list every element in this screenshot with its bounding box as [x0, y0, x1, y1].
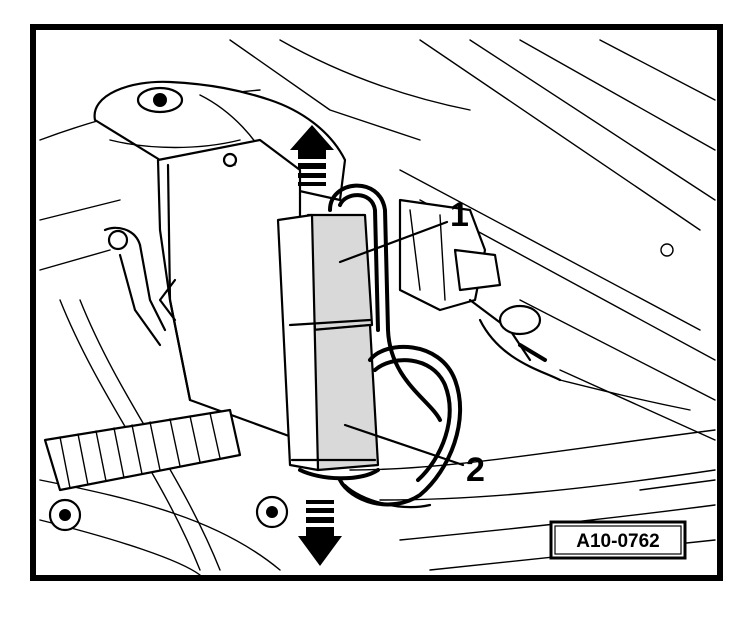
bolts: [48, 495, 289, 532]
reference-code: A10-0762: [576, 531, 659, 552]
control-module: [156, 138, 302, 442]
up-arrow: [290, 125, 334, 186]
callout-label-1: 1: [450, 196, 469, 234]
reference-code-box: [549, 520, 687, 560]
leader-line-2: [343, 423, 465, 467]
down-arrow: [298, 500, 342, 566]
wire-harness: [328, 183, 463, 509]
callout-label-2: 2: [466, 451, 485, 489]
corrugated-boot: [43, 408, 242, 492]
mounting-bracket: [103, 226, 167, 347]
sensor-bodies: [276, 213, 380, 481]
connector-assembly: [398, 198, 562, 382]
leader-line-1: [338, 220, 449, 264]
